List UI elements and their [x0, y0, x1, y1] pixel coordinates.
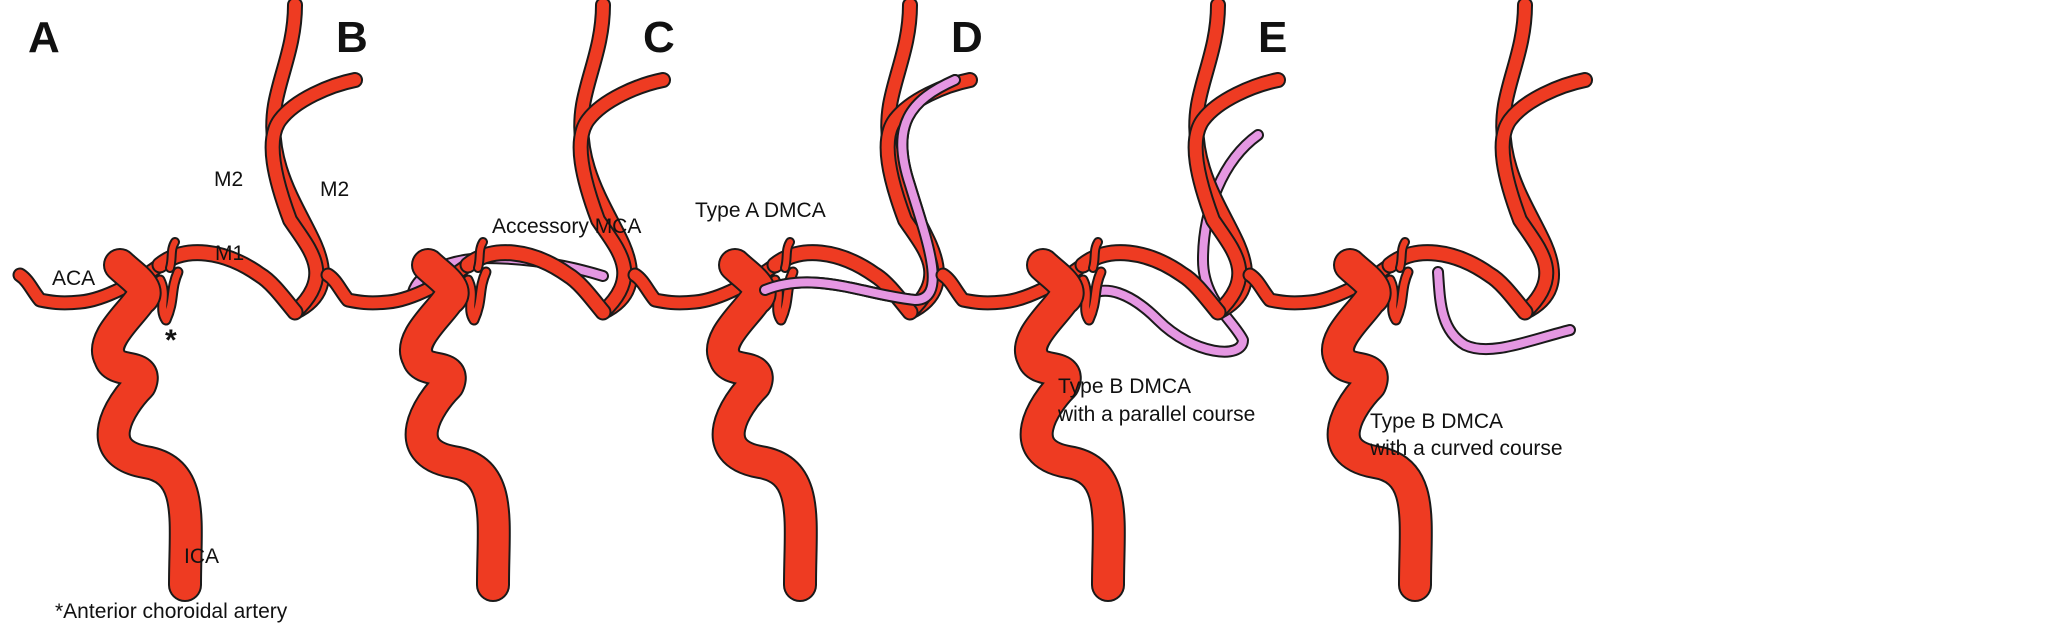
label-type-a: Type A DMCA	[695, 199, 826, 222]
ica-vessel	[91, 248, 203, 602]
m2-branch-lower	[1187, 72, 1286, 320]
panel-c: C Type A DMCA	[627, 0, 978, 602]
variant-vessel-front	[759, 74, 961, 306]
vessel-anatomy	[627, 0, 978, 602]
m2-branch-lower	[264, 72, 363, 320]
m1-vessel	[1381, 244, 1534, 321]
vessel-anatomy	[12, 0, 363, 602]
panel-b: B Accessory MCA	[320, 0, 671, 602]
label-m1: M1	[215, 242, 244, 265]
ica-vessel	[399, 248, 511, 602]
m2-branch-lower	[572, 72, 671, 320]
choroidal-stub	[1395, 237, 1410, 273]
m1-vessel	[1074, 244, 1227, 321]
panel-letter: B	[336, 13, 368, 62]
panel-e: E Type B DMCA with a curved course	[1242, 0, 1593, 602]
panel-letter: E	[1258, 13, 1287, 62]
label-m2-right: M2	[320, 178, 349, 201]
choroidal-artery	[1384, 266, 1414, 326]
choroidal-stub	[165, 237, 180, 273]
choroidal-stub	[780, 237, 795, 273]
vessel-anatomy	[320, 0, 671, 602]
vessel-anatomy	[1242, 0, 1593, 602]
panel-letter: A	[28, 13, 60, 62]
ica-vessel	[706, 248, 818, 602]
panel-letter: C	[643, 13, 675, 62]
m2-branch-lower	[1494, 72, 1593, 320]
panel-d: D Type B DMCA with a parallel course	[935, 0, 1286, 602]
label-type-b-line2: with a parallel course	[1057, 403, 1255, 426]
choroidal-stub	[473, 237, 488, 273]
label-aca: ACA	[52, 267, 95, 290]
footnote: *Anterior choroidal artery	[55, 600, 288, 623]
label-ica: ICA	[184, 545, 219, 568]
label-type-b-line1: Type B DMCA	[1370, 410, 1503, 433]
m1-vessel	[151, 244, 304, 321]
ica-vessel	[1014, 248, 1126, 602]
vessel-anatomy	[935, 0, 1286, 602]
label-type-b-line1: Type B DMCA	[1058, 375, 1191, 398]
panel-letter: D	[951, 13, 983, 62]
choroidal-stub	[1088, 237, 1103, 273]
asterisk-marker: *	[165, 324, 177, 357]
choroidal-artery	[1077, 266, 1107, 326]
label-type-b-line2: with a curved course	[1369, 437, 1563, 460]
choroidal-artery	[154, 266, 184, 326]
label-m2-left: M2	[214, 168, 243, 191]
m1-vessel	[459, 244, 612, 321]
ica-vessel	[1321, 248, 1433, 602]
label-accessory-mca: Accessory MCA	[492, 215, 641, 238]
choroidal-artery	[462, 266, 492, 326]
variant-vessel	[1432, 266, 1576, 356]
